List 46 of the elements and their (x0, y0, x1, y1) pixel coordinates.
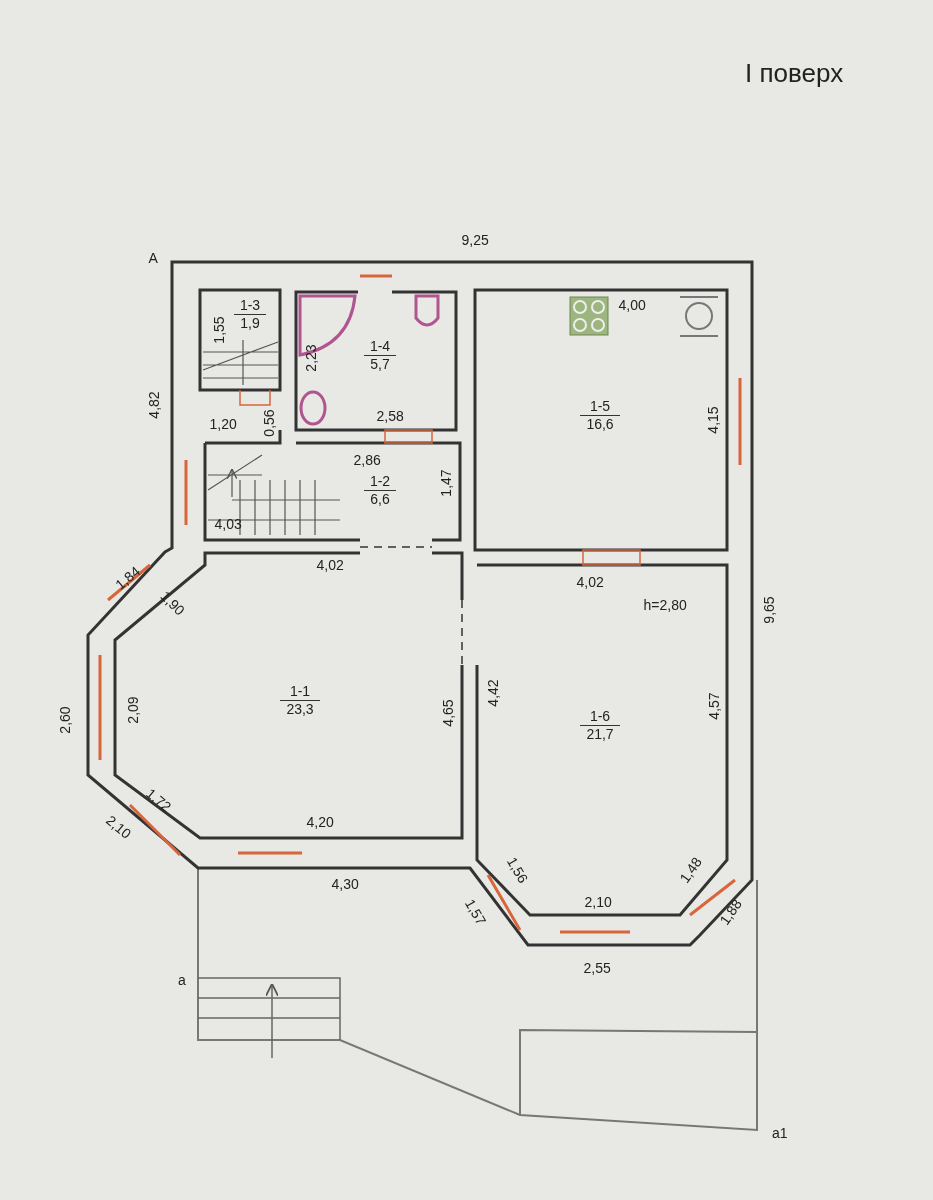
axis-mark: A (148, 250, 158, 266)
dimension-label: 1,72 (142, 785, 174, 815)
room-area: 16,6 (580, 414, 620, 433)
dimension-label: 4,15 (704, 406, 721, 434)
dimension-label: 1,57 (461, 896, 489, 928)
ceiling-height-label: h=2,80 (643, 597, 687, 613)
room-area: 5,7 (364, 354, 396, 373)
dimension-label: 1,47 (437, 469, 454, 497)
dimension-label: 2,86 (353, 452, 381, 468)
dimension-label: 4,57 (705, 692, 722, 720)
room-area: 21,7 (580, 724, 620, 743)
dimension-label: 1,55 (210, 316, 227, 344)
room-area: 1,9 (234, 313, 266, 332)
room-area: 23,3 (280, 699, 320, 718)
dimension-label: 2,58 (376, 408, 404, 424)
dimension-label: 1,20 (209, 416, 237, 432)
dimension-label: 4,03 (214, 516, 242, 532)
dimension-label: 2,60 (56, 706, 73, 734)
dimension-label: 2,23 (302, 344, 319, 372)
dimension-label: 2,55 (583, 960, 611, 976)
dimension-label: 4,30 (331, 876, 359, 892)
room-number: 1-3 (238, 296, 262, 314)
dimension-label: 2,10 (102, 812, 134, 842)
axis-mark: a1 (772, 1125, 788, 1141)
dimension-label: 1,90 (156, 587, 188, 619)
dimension-label: 9,25 (461, 232, 489, 248)
room-number: 1-2 (368, 472, 392, 490)
dimension-label: 4,02 (316, 557, 344, 573)
dimension-label: 4,65 (439, 699, 456, 727)
room-number: 1-4 (368, 337, 392, 355)
dimension-label: 4,02 (576, 574, 604, 590)
room-number: 1-5 (588, 397, 612, 415)
dimension-label: 2,10 (584, 894, 612, 910)
room-number: 1-1 (288, 682, 312, 700)
dimension-label: 2,09 (124, 696, 141, 724)
dimension-label: 4,82 (145, 391, 162, 419)
dimension-label: 4,42 (484, 679, 501, 707)
room-area: 6,6 (364, 489, 396, 508)
dimension-label: 9,65 (760, 596, 777, 624)
dimension-label: 4,20 (306, 814, 334, 830)
dimension-label: 4,00 (618, 297, 646, 313)
room-number: 1-6 (588, 707, 612, 725)
dimension-label: 0,56 (260, 409, 277, 437)
dimension-label: 1,84 (111, 563, 143, 593)
floor-title: I поверх (745, 58, 844, 89)
axis-mark: a (178, 972, 186, 988)
